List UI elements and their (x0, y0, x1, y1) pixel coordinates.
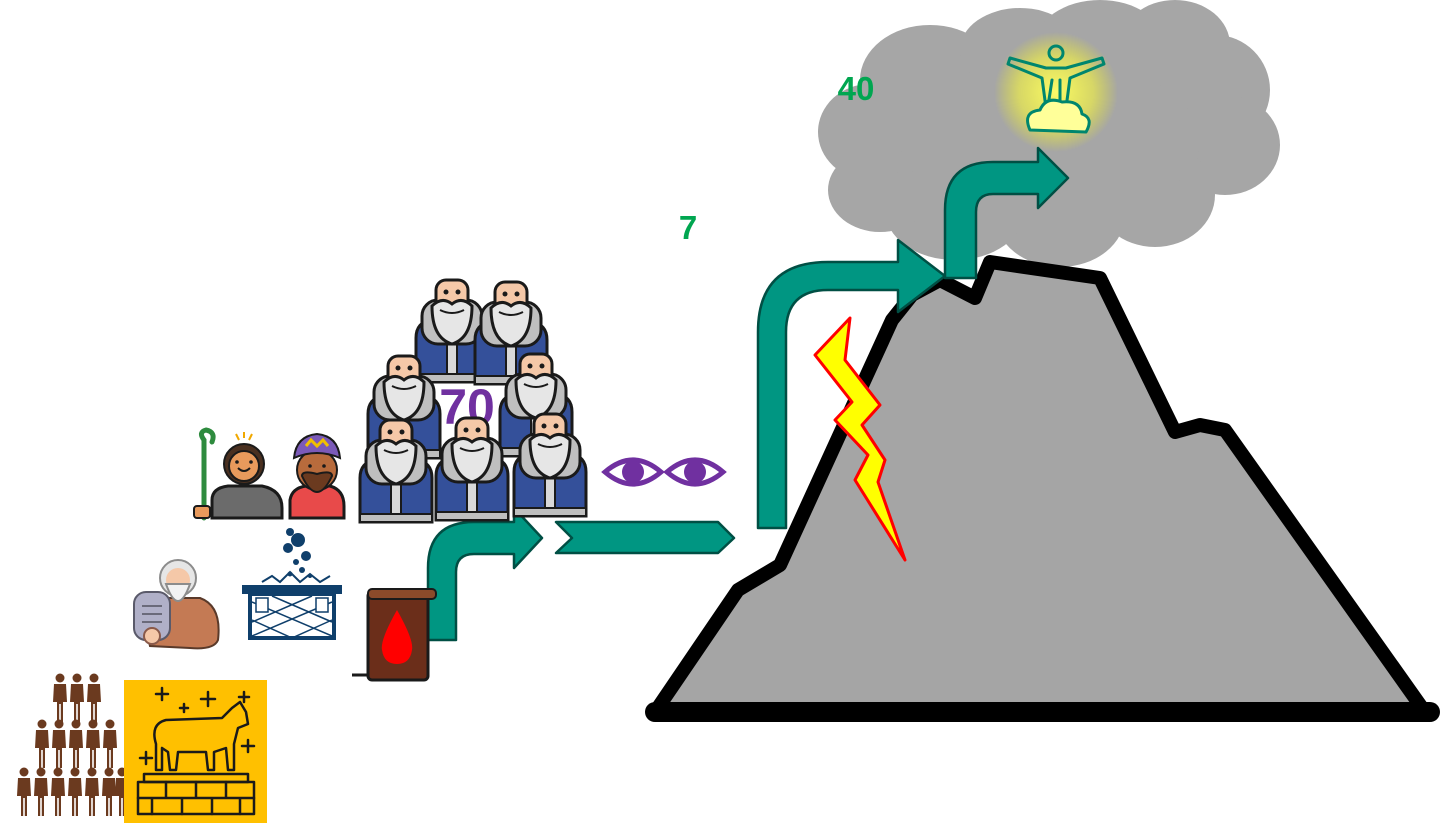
eye-icon (667, 460, 723, 484)
crowned-man-icon (288, 432, 346, 520)
moses-tablets-icon (133, 559, 220, 650)
elders-group: 70 (358, 278, 588, 524)
ascent-arrow-2 (554, 520, 736, 555)
label-forty: 40 (838, 70, 875, 107)
crowd-icon (17, 673, 129, 816)
golden-calf-icon (124, 680, 267, 823)
priest-with-staff-icon (193, 427, 284, 521)
blood-book-icon (352, 588, 437, 682)
divine-figure-icon (994, 32, 1118, 152)
mountain-icon (645, 255, 1440, 722)
eye-icon (605, 460, 661, 484)
ascent-arrow-3 (756, 238, 947, 530)
altar-icon (242, 528, 342, 640)
lightning-icon (813, 316, 907, 562)
ascent-arrow-4 (943, 146, 1070, 280)
label-seven: 7 (679, 209, 697, 246)
ascent-arrow-1 (426, 506, 544, 642)
